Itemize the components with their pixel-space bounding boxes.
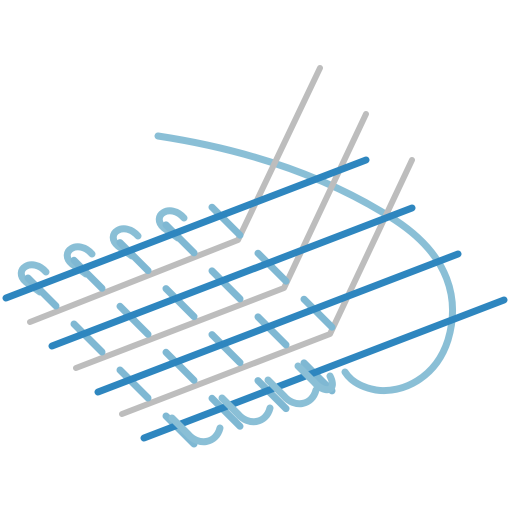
loop [155,207,188,242]
warp-line [2,156,370,302]
rung [254,313,290,349]
stitch-lines [27,65,415,417]
rung [24,274,60,310]
rung [162,221,198,257]
warp-line [94,250,462,396]
rung [116,366,152,402]
rung [162,285,198,321]
rung [70,256,106,292]
loop [17,261,50,296]
loop [218,394,274,426]
warp-line [140,296,508,442]
top-loops [17,207,188,296]
rungs [24,203,336,448]
bottom-loops [168,362,336,446]
rung [254,249,290,285]
rung [300,295,336,331]
rung [208,331,244,367]
rung [116,239,152,275]
rung [70,320,106,356]
loop [294,362,336,394]
curved-thread [154,132,457,395]
loop [264,376,320,408]
rung [208,394,244,430]
warp-lines [2,156,508,442]
warp-line [48,204,416,350]
loop [168,414,224,446]
rung [208,203,244,239]
rung [162,348,198,384]
rung [116,302,152,338]
loop [109,225,142,260]
stitch-line [27,65,323,325]
loop [63,243,96,278]
rung [208,267,244,303]
rung [254,377,290,413]
